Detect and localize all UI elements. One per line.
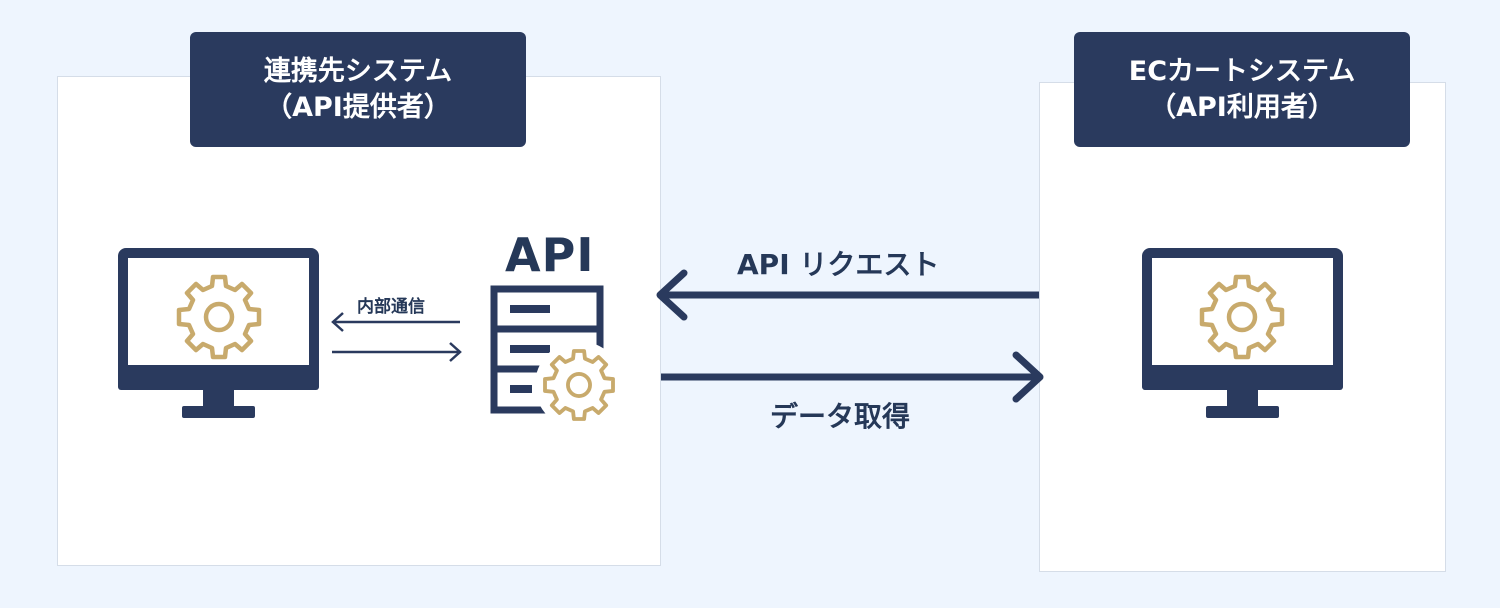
provider-title-line1: 連携先システム <box>263 55 453 87</box>
fetch-arrow-icon <box>661 351 1044 403</box>
internal-arrows <box>331 312 462 362</box>
request-arrow-icon <box>656 269 1039 321</box>
data-fetch-label: データ取得 <box>770 400 911 433</box>
provider-title-line2: （API提供者） <box>265 91 451 123</box>
consumer-title-line1: ECカートシステム <box>1128 55 1356 87</box>
provider-gear-icon <box>179 277 259 357</box>
api-request-label: API リクエスト <box>737 248 940 281</box>
consumer-title-line2: （API利用者） <box>1149 91 1335 123</box>
consumer-monitor-icon <box>1142 248 1343 418</box>
provider-monitor-icon <box>118 248 319 418</box>
provider-title: 連携先システム （API提供者） <box>190 32 526 147</box>
consumer-gear-icon <box>1202 277 1282 357</box>
consumer-title: ECカートシステム （API利用者） <box>1074 32 1410 147</box>
api-label: API <box>505 228 595 282</box>
api-server-icon <box>490 285 623 429</box>
internal-communication-label: 内部通信 <box>357 297 425 317</box>
consumer-panel <box>1039 82 1446 572</box>
